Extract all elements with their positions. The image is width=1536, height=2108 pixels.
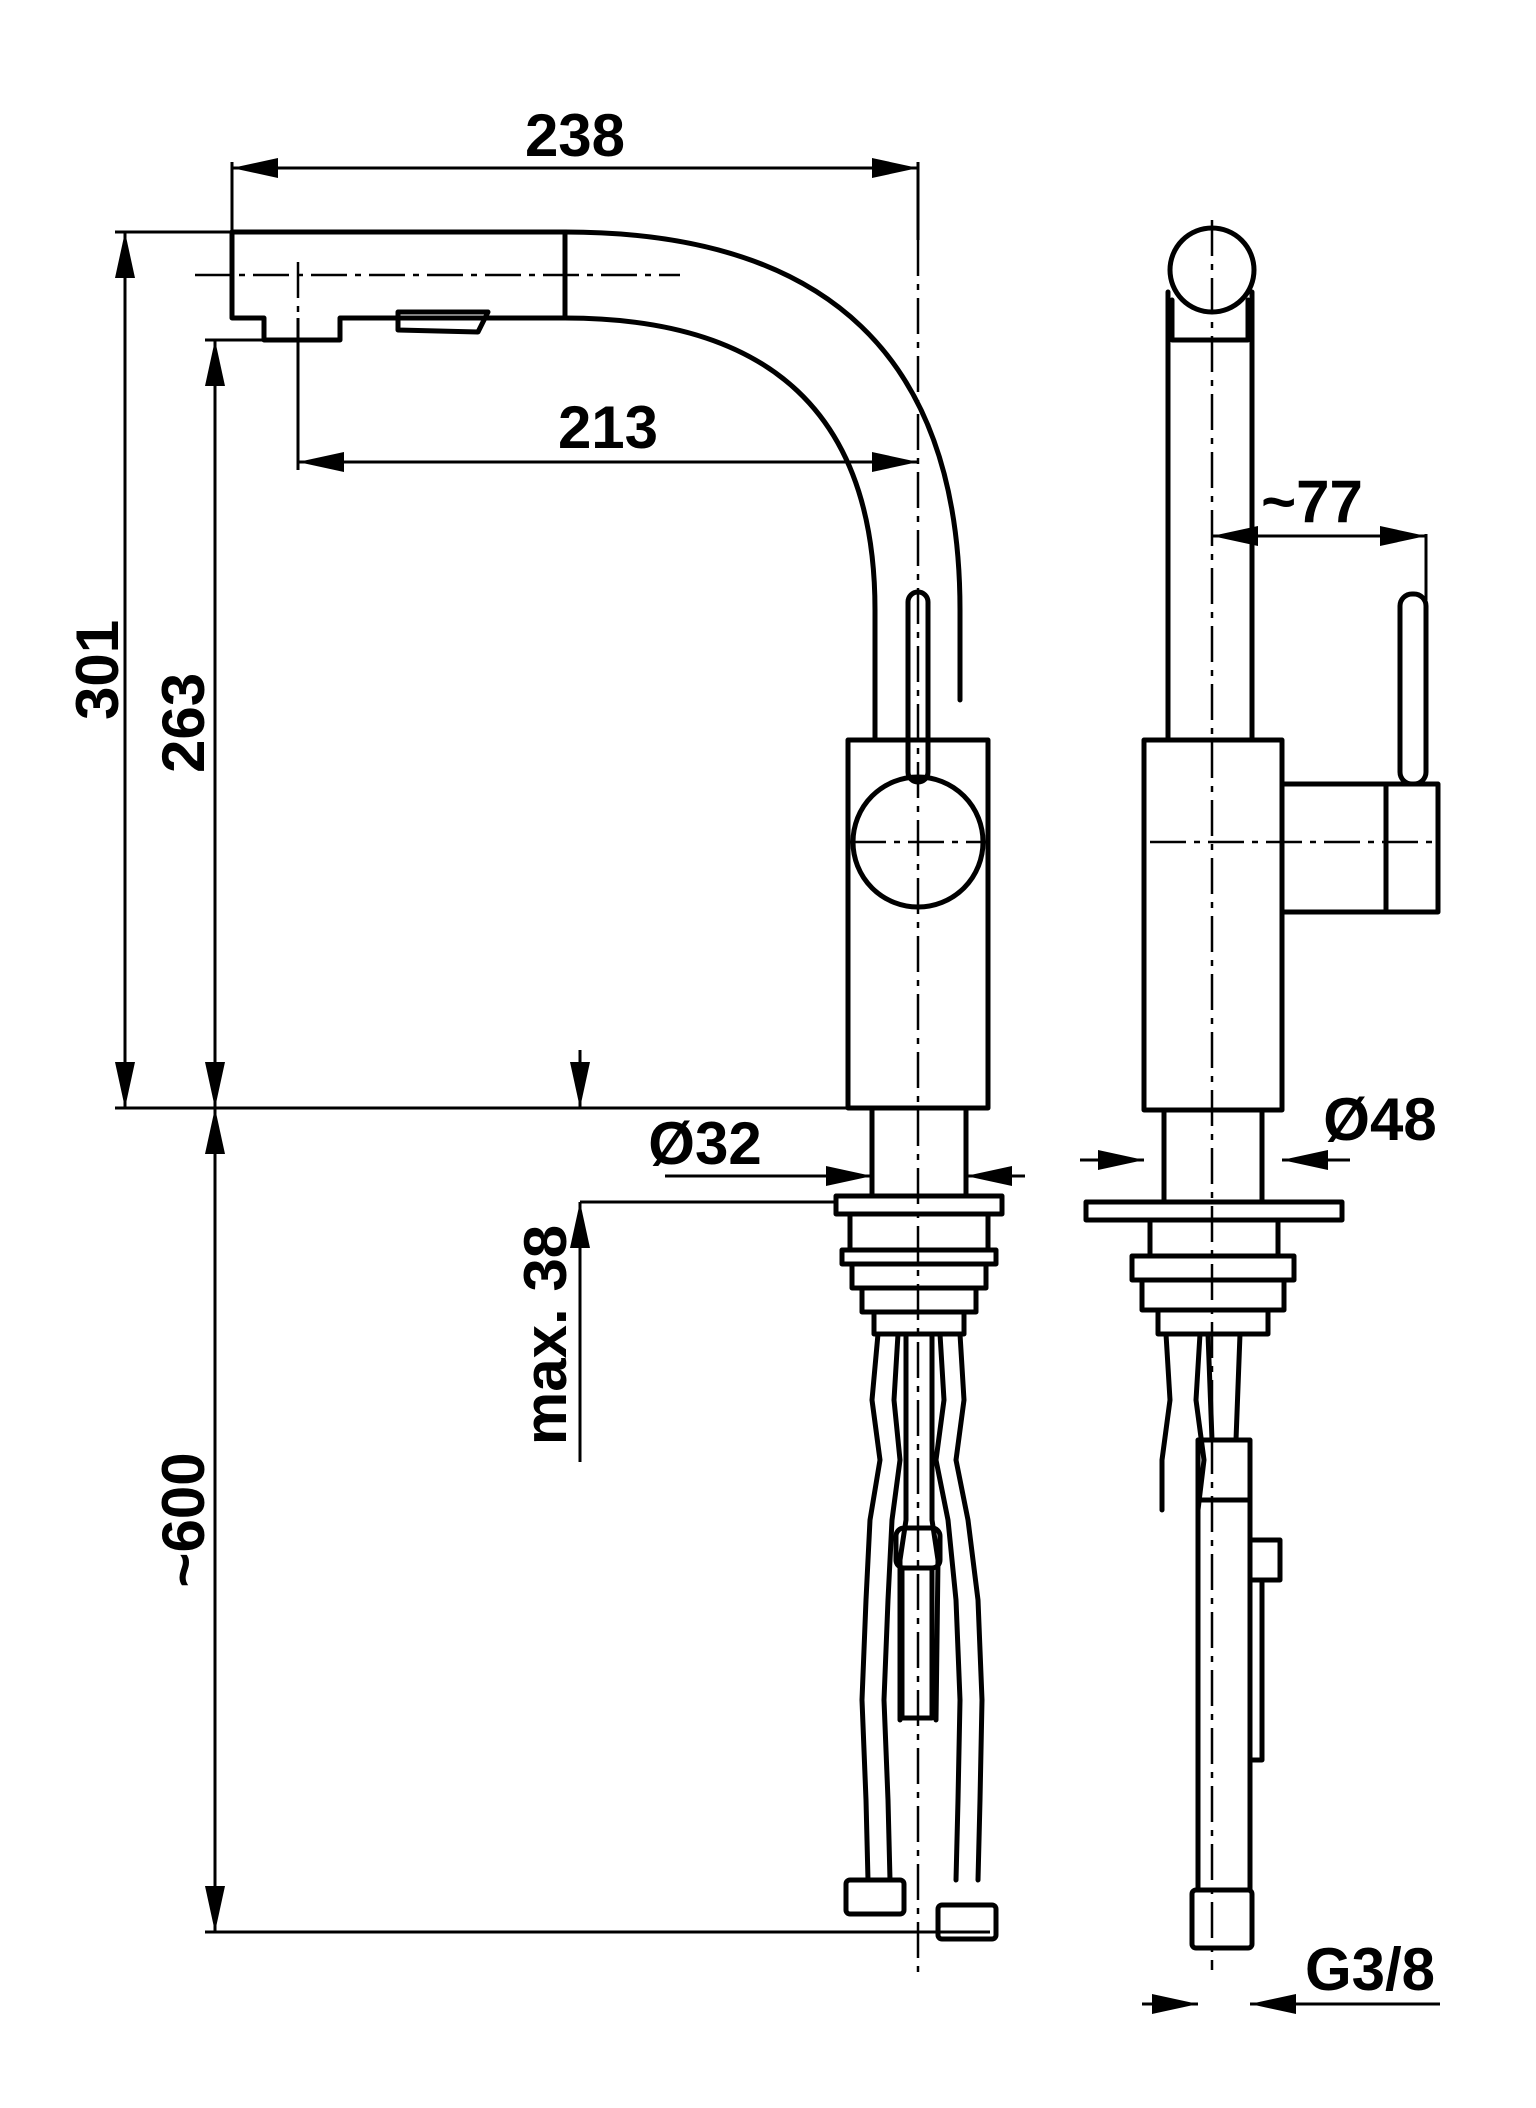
spout [229, 229, 963, 743]
dimension-labels: 238 213 301 263 ~600 max. 38 Ø32 Ø48 ~77… [64, 102, 1437, 2003]
dim-label-d48: Ø48 [1323, 1086, 1436, 1153]
dimension-lines [115, 158, 1440, 2014]
dim-label-d32: Ø32 [648, 1110, 761, 1177]
dim-label-301: 301 [64, 620, 131, 720]
dim-label-238: 238 [525, 102, 625, 169]
dim-label-263: 263 [150, 673, 217, 773]
dim-label-g38: G3/8 [1305, 1936, 1435, 2003]
supply-hoses [843, 1331, 999, 1942]
side-hoses [1159, 1331, 1283, 1951]
front-view [195, 229, 1005, 1980]
side-mounting [1083, 1107, 1345, 1337]
dim-label-77: ~77 [1261, 468, 1363, 535]
side-view [1083, 220, 1441, 1970]
dim-label-600: ~600 [150, 1452, 217, 1587]
side-body [1141, 591, 1441, 1113]
dim-label-213: 213 [558, 394, 658, 461]
dim-label-max-38: max. 38 [512, 1225, 579, 1445]
